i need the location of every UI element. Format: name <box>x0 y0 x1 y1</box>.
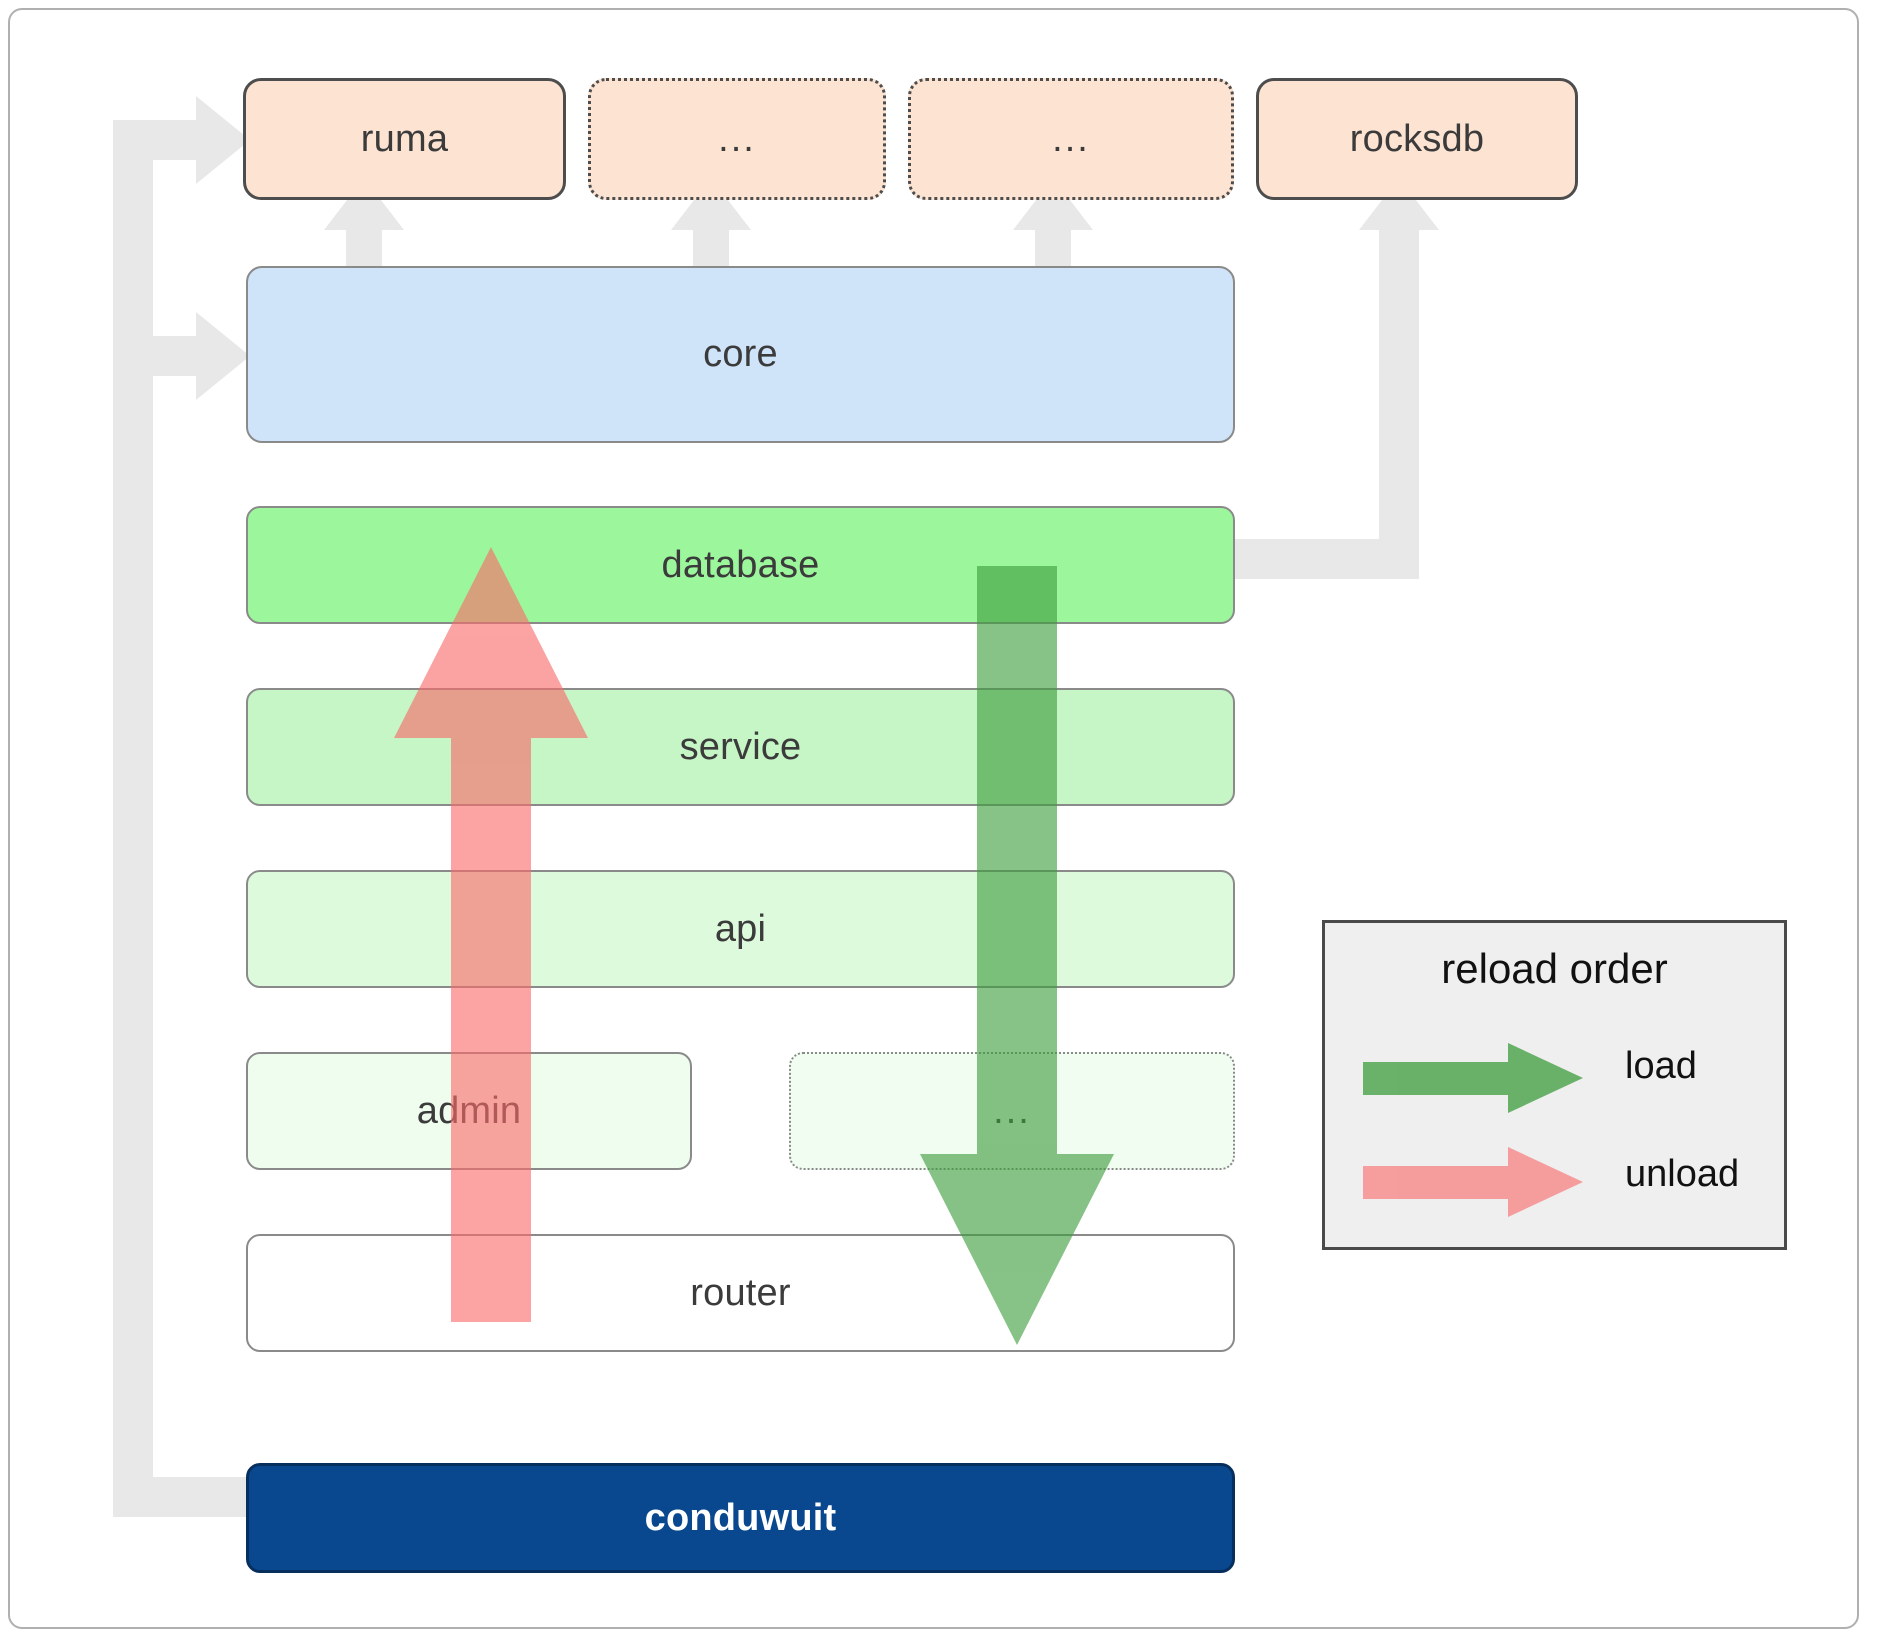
legend-unload-head <box>1508 1147 1583 1217</box>
diagram-frame <box>8 8 1859 1629</box>
node-ruma[interactable]: ruma <box>243 78 566 200</box>
node-conduwuit-label: conduwuit <box>644 1496 837 1539</box>
node-layer-dots-label: ... <box>993 1089 1031 1132</box>
node-service[interactable]: service <box>246 688 1235 806</box>
legend-load-head <box>1508 1043 1583 1113</box>
node-dep-dots-1[interactable]: ... <box>588 78 886 200</box>
node-rocksdb-label: rocksdb <box>1349 117 1485 160</box>
node-dep-dots-1-label: ... <box>718 117 756 160</box>
legend-label-unload: unload <box>1625 1153 1740 1195</box>
legend-arrow-swatches <box>1363 1043 1583 1217</box>
node-conduwuit[interactable]: conduwuit <box>246 1463 1235 1573</box>
node-dep-dots-2[interactable]: ... <box>908 78 1234 200</box>
node-admin-label: admin <box>416 1089 522 1132</box>
node-ruma-label: ruma <box>360 117 449 160</box>
node-layer-dots[interactable]: ... <box>789 1052 1235 1170</box>
legend-reload-order: reload order load unload <box>1322 920 1787 1250</box>
legend-unload-arrow <box>1363 1147 1583 1217</box>
node-dep-dots-2-label: ... <box>1052 117 1090 160</box>
legend-label-load: load <box>1625 1045 1697 1087</box>
node-rocksdb[interactable]: rocksdb <box>1256 78 1578 200</box>
node-router[interactable]: router <box>246 1234 1235 1352</box>
legend-unload-shaft <box>1363 1166 1543 1199</box>
node-admin[interactable]: admin <box>246 1052 692 1170</box>
legend-load-arrow <box>1363 1043 1583 1113</box>
node-service-label: service <box>679 725 802 768</box>
node-api-label: api <box>714 907 767 950</box>
node-api[interactable]: api <box>246 870 1235 988</box>
node-database[interactable]: database <box>246 506 1235 624</box>
node-core-label: core <box>703 333 778 375</box>
node-router-label: router <box>690 1271 791 1314</box>
node-database-label: database <box>661 543 820 586</box>
legend-title: reload order <box>1441 945 1668 992</box>
legend-load-shaft <box>1363 1062 1543 1095</box>
node-core[interactable]: core <box>246 266 1235 443</box>
